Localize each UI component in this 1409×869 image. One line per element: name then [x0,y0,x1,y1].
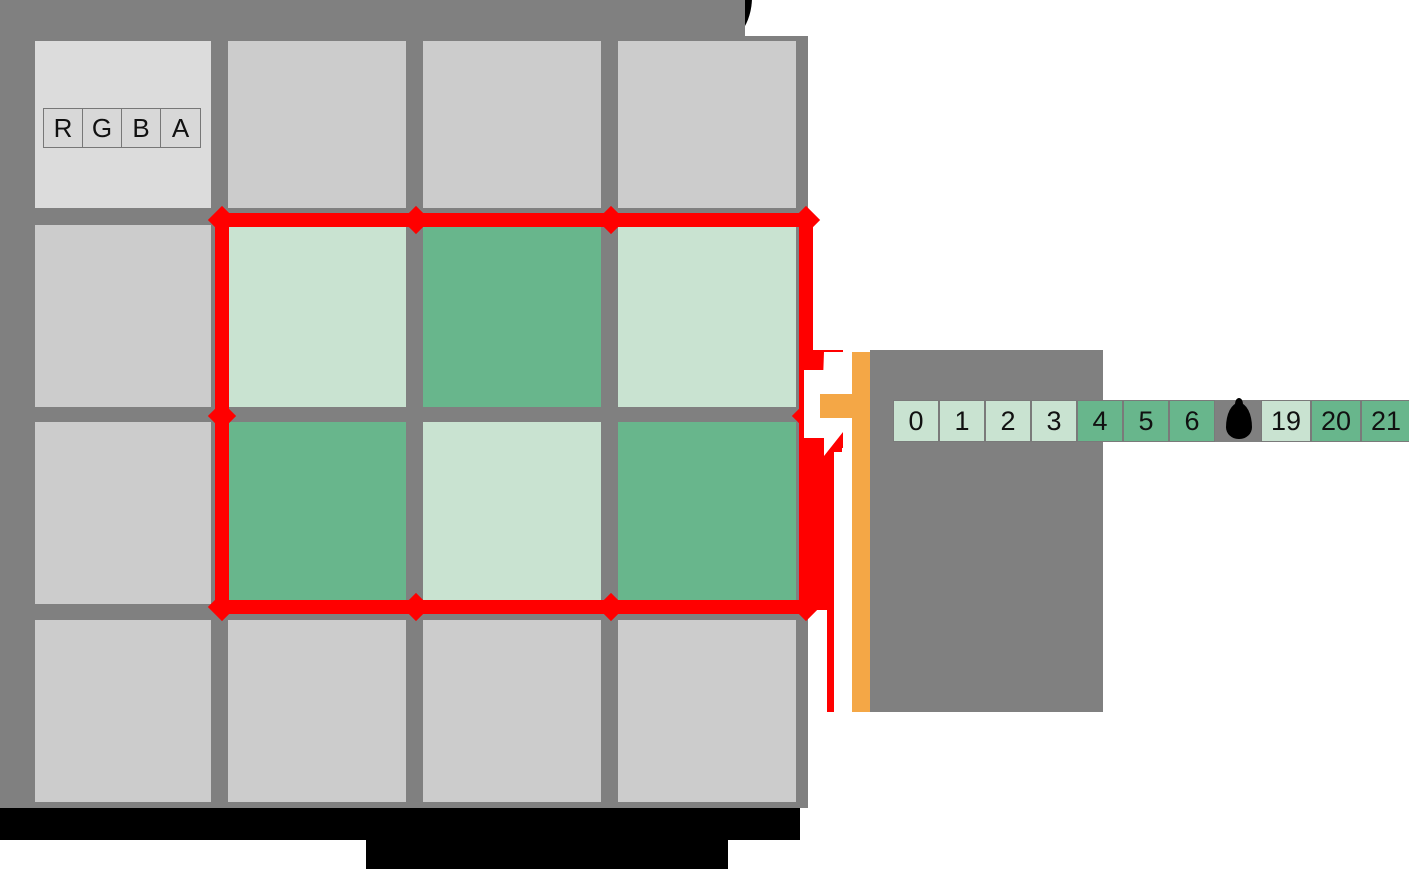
buffer-cell-6[interactable]: 6 [1169,400,1215,442]
grid-cell-r2c3[interactable] [618,422,796,604]
buffer-cell-5[interactable]: 5 [1123,400,1169,442]
rgba-channel-table: R G B A [43,108,201,148]
grid-cell-r0c1[interactable] [228,41,406,208]
buffer-cell-3[interactable]: 3 [1031,400,1077,442]
grid-cell-r2c0[interactable] [35,422,211,604]
grid-cell-r0c2[interactable] [423,41,601,208]
grid-cell-r2c1[interactable] [228,422,406,604]
buffer-cell-2[interactable]: 2 [985,400,1031,442]
buffer-ellipsis-blob-icon [1215,398,1261,442]
buffer-cell-21[interactable]: 21 [1361,400,1409,442]
grid-cell-r3c2[interactable] [423,620,601,802]
buffer-cell-0[interactable]: 0 [893,400,939,442]
grid-cell-r1c1[interactable] [228,225,406,407]
channel-cell-a: A [171,112,190,143]
selection-edge-top[interactable] [215,213,813,227]
buffer-cell-1[interactable]: 1 [939,400,985,442]
linear-buffer-row: 0 1 2 3 4 5 6 19 20 21 22 23 [893,398,1409,442]
buffer-cell-19[interactable]: 19 [1261,400,1311,442]
buffer-cell-4[interactable]: 4 [1077,400,1123,442]
grid-cell-r0c3[interactable] [618,41,796,208]
overflow-band-bottom-2 [366,828,728,869]
grid-cell-r2c2[interactable] [423,422,601,604]
channel-cell-b: B [122,109,161,147]
channel-cell-g: G [83,109,122,147]
grid-cell-r1c3[interactable] [618,225,796,407]
grid-cell-r3c3[interactable] [618,620,796,802]
grid-cell-r1c0[interactable] [35,225,211,407]
grid-cell-r1c2[interactable] [423,225,601,407]
selection-edge-bottom[interactable] [215,600,813,614]
grid-cell-r3c0[interactable] [35,620,211,802]
channel-cell-r: R [44,109,83,147]
grid-top-band [0,0,745,36]
buffer-cell-20[interactable]: 20 [1311,400,1361,442]
grid-cell-r3c1[interactable] [228,620,406,802]
